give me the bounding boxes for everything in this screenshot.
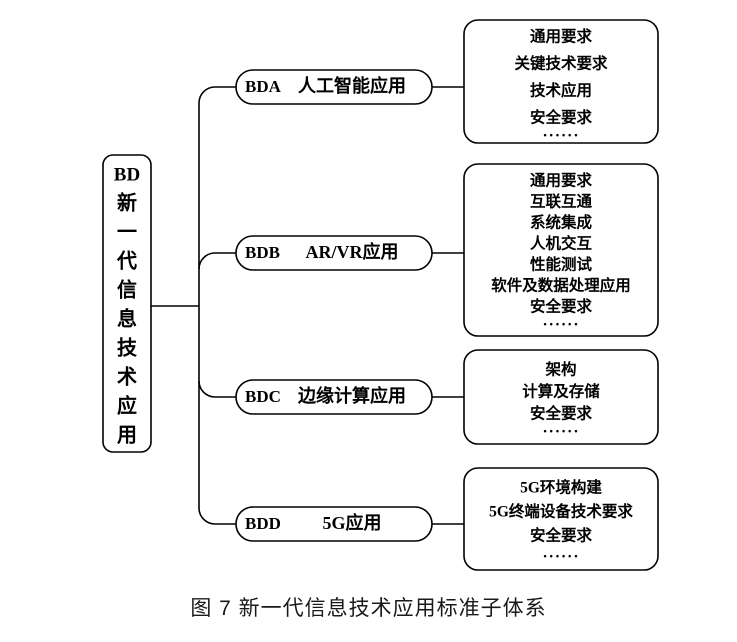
root-node-char-3: 信 <box>117 278 137 302</box>
leaf-item: 安全要求 <box>530 526 593 545</box>
leaf-ellipsis: ······ <box>542 549 579 566</box>
branch-node-bda-shape <box>235 69 433 105</box>
leaf-box-bdb-shape <box>463 163 659 337</box>
branch-node-bdb-label: AR/VR应用 <box>306 241 399 262</box>
root-node-char-6: 术 <box>117 365 137 389</box>
leaf-box-bda-shape <box>463 19 659 144</box>
root-node-char-4: 息 <box>117 307 137 331</box>
leaf-ellipsis: ······ <box>542 424 579 441</box>
root-node-char-8: 用 <box>117 425 137 447</box>
leaf-item: 技术应用 <box>530 81 592 100</box>
branch-node-bdb-shape <box>235 235 433 271</box>
leaf-item: 计算及存储 <box>522 382 600 401</box>
leaf-ellipsis: ······ <box>542 317 579 334</box>
root-node-char-1: 一 <box>117 222 137 244</box>
leaf-item: 互联互通 <box>530 193 593 211</box>
branch-node-bdc-code: BDC <box>245 387 281 406</box>
branch-node-bdd[interactable]: BDD 5G应用 <box>235 506 433 542</box>
leaf-ellipsis: ······ <box>542 128 579 145</box>
branch-node-bdb-code: BDB <box>245 243 280 262</box>
leaf-item: 通用要求 <box>530 171 593 190</box>
branch-node-bdc-label: 边缘计算应用 <box>297 385 406 406</box>
connector-elbow-bdb <box>198 252 236 270</box>
leaf-box-bdd[interactable]: 5G环境构建 5G终端设备技术要求 安全要求 ······ <box>463 467 659 571</box>
leaf-box-bda[interactable]: 通用要求 关键技术要求 技术应用 安全要求 ······ <box>463 19 659 145</box>
leaf-box-bdb[interactable]: 通用要求 互联互通 系统集成 人机交互 性能测试 软件及数据处理应用 安全要求 … <box>463 163 659 337</box>
branch-node-bdc[interactable]: BDC 边缘计算应用 <box>235 379 433 415</box>
branch-node-bdb[interactable]: BDB AR/VR应用 <box>235 235 433 271</box>
leaf-item: 系统集成 <box>530 213 593 232</box>
branch-node-bda-label: 人工智能应用 <box>298 75 406 96</box>
root-node[interactable]: BD 新 一 代 信 息 技 术 应 用 <box>102 154 152 453</box>
leaf-item: 性能测试 <box>530 255 593 274</box>
leaf-item: 通用要求 <box>530 27 593 46</box>
root-node-char-7: 应 <box>117 394 137 418</box>
leaf-box-bdd-shape <box>463 467 659 571</box>
branch-node-bdd-shape <box>235 506 433 542</box>
root-node-char-0: 新 <box>117 191 137 215</box>
branch-node-bdd-code: BDD <box>245 514 281 533</box>
leaf-item: 安全要求 <box>530 297 593 316</box>
leaf-item: 架构 <box>544 360 576 379</box>
branch-node-bdd-label: 5G应用 <box>322 512 381 533</box>
leaf-box-bdc[interactable]: 架构 计算及存储 安全要求 ······ <box>463 349 659 445</box>
connector-elbow-bdc <box>198 380 236 398</box>
root-node-shape <box>102 154 152 453</box>
leaf-item: 安全要求 <box>530 404 593 423</box>
root-node-char-2: 代 <box>116 250 137 273</box>
root-node-code: BD <box>114 164 140 185</box>
connector-group <box>151 86 464 525</box>
leaf-item: 5G环境构建 <box>520 478 602 497</box>
connector-elbow-bda <box>198 86 236 104</box>
branch-node-bda[interactable]: BDA 人工智能应用 <box>235 69 433 105</box>
leaf-item: 安全要求 <box>530 108 593 127</box>
root-node-char-5: 技 <box>117 336 138 360</box>
leaf-box-bdc-shape <box>463 349 659 445</box>
figure-caption: 图 7 新一代信息技术应用标准子体系 <box>190 597 547 620</box>
connector-elbow-bdd <box>198 507 236 525</box>
leaf-item: 5G终端设备技术要求 <box>489 502 633 521</box>
leaf-item: 关键技术要求 <box>514 54 608 73</box>
branch-node-bda-code: BDA <box>245 77 282 96</box>
leaf-item: 人机交互 <box>530 234 593 253</box>
branch-node-bdc-shape <box>235 379 433 415</box>
leaf-item: 软件及数据处理应用 <box>491 276 631 295</box>
